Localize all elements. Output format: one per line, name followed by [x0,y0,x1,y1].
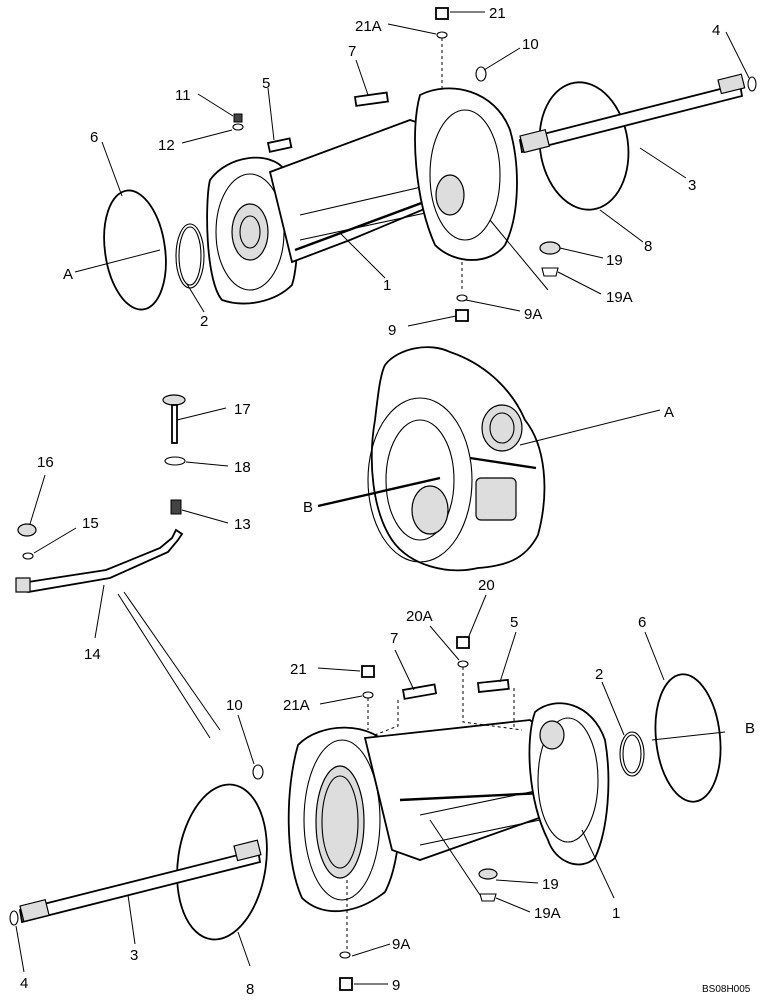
plug-11 [233,113,243,123]
callout-2: 2 [200,313,208,330]
callout-15: 15 [82,515,99,532]
callout-19a-bottom: 19A [534,905,561,922]
axle-shaft-3-top [518,82,744,154]
bolt-5-bottom [477,678,510,693]
callout-8-bottom: 8 [246,981,254,998]
o-ring-2 [175,223,205,289]
callout-1: 1 [383,277,391,294]
callout-a-top: A [63,266,73,283]
callout-4: 4 [712,22,720,39]
callout-7-bottom: 7 [390,630,398,647]
callout-11: 11 [175,87,191,104]
callout-21a: 21A [355,18,382,35]
callout-18: 18 [234,459,251,476]
washer-9a-bottom [339,951,351,959]
seal-ring-8-top [538,81,630,211]
callout-9a: 9A [524,306,542,323]
washer-21a-top [436,31,448,39]
plug-19-top [539,241,561,255]
o-ring-18 [164,456,186,466]
callout-2-bottom: 2 [595,666,603,683]
callout-21: 21 [489,5,506,22]
right-flange-top [414,87,518,261]
top-axle-assembly [74,7,757,327]
callout-10: 10 [522,36,539,53]
fitting-13 [170,499,182,515]
washer-12 [232,123,244,131]
callout-10-bottom: 10 [226,697,243,714]
plug-20 [456,636,470,649]
dipstick-17 [162,394,186,444]
callout-20a: 20A [406,608,433,625]
o-ring-2-bottom [619,731,645,777]
washer-19a-top [541,267,559,277]
plug-9-bottom [339,977,353,991]
plug-21-top [435,7,449,20]
washer-9a-top [456,294,468,302]
callout-5-bottom: 5 [510,614,518,631]
callout-1-bottom: 1 [612,905,620,922]
callout-3: 3 [688,177,696,194]
plug-19-bottom [478,868,498,880]
ring-10-bottom [252,764,264,780]
bottom-axle-assembly [9,594,726,991]
axle-shaft-3-bottom [18,848,262,924]
callout-b-mid: B [303,499,313,516]
plug-21-bottom [361,665,375,678]
plug-9-top [455,309,469,322]
callout-8: 8 [644,238,652,255]
bolt-7-bottom [401,683,438,700]
callout-a-mid: A [664,404,674,421]
bolt-5-top [266,137,293,153]
callout-5: 5 [262,75,270,92]
drawing-code: BS08H005 [702,984,751,995]
callout-19: 19 [606,252,623,269]
callout-14: 14 [84,646,101,663]
bolt-7-top [353,91,389,107]
callout-9a-bottom: 9A [392,936,410,953]
callout-12: 12 [158,137,175,154]
callout-7: 7 [348,43,356,60]
callout-9: 9 [388,322,396,339]
washer-21a-bottom [362,691,374,699]
washer-19a-bottom [479,893,497,902]
right-flange-bottom [528,702,610,866]
callout-6-bottom: 6 [638,614,646,631]
breather-tube-14 [18,528,184,593]
washer-4-bottom [9,910,19,926]
washer-20a [457,660,469,668]
callout-13: 13 [234,516,251,533]
callout-17: 17 [234,401,251,418]
seal-ring-6 [103,189,167,311]
callout-labels: 21 21A 10 4 7 11 5 12 6 3 8 19 A 1 19A 2… [20,5,755,998]
callout-19-bottom: 19 [542,876,559,893]
callout-9-bottom: 9 [392,977,400,994]
nut-16 [17,523,37,537]
callout-21a-bottom: 21A [283,697,310,714]
seal-ring-6-bottom [654,673,722,803]
callout-b-bottom: B [745,720,755,737]
callout-20: 20 [478,577,495,594]
callout-3-bottom: 3 [130,947,138,964]
callout-4-bottom: 4 [20,975,28,992]
callout-21-bottom: 21 [290,661,307,678]
callout-19a: 19A [606,289,633,306]
middle-housing-assembly [15,346,661,739]
left-flange-bottom [287,726,401,913]
washer-4-top [747,76,757,92]
washer-15 [22,552,34,560]
ring-10-top [475,66,487,82]
callout-6: 6 [90,129,98,146]
callout-16: 16 [37,454,54,471]
